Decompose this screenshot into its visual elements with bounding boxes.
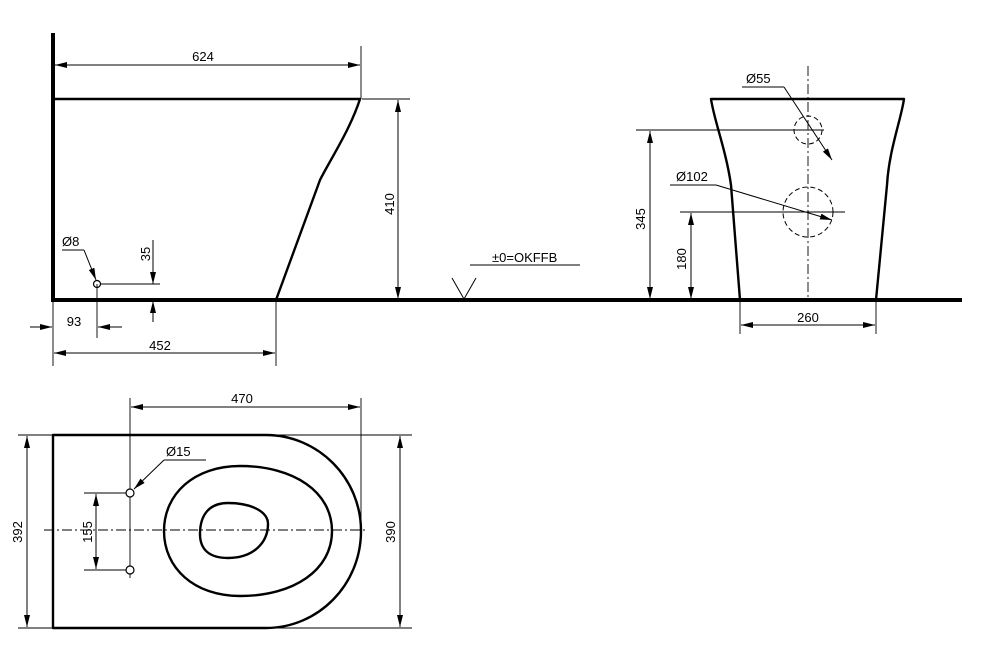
top-bowl-outline xyxy=(51,433,363,630)
upper-diameter-leader-arrow xyxy=(783,86,833,161)
dim-label-470: 470 xyxy=(231,391,253,406)
top-seat-ring xyxy=(162,464,334,598)
bolt-hole-lower xyxy=(125,565,135,575)
dim-label-392: 392 xyxy=(10,521,25,543)
dim-label-410: 410 xyxy=(382,193,397,215)
upper-diameter-label: Ø55 xyxy=(746,71,771,86)
dim-label-180: 180 xyxy=(674,248,689,270)
inlet-leader-arrow xyxy=(83,249,97,281)
dim-label-345: 345 xyxy=(633,208,648,230)
top-bowl-opening xyxy=(198,501,270,560)
side-view: 624 410 Ø8 35 93 452 ±0=OKFFB xyxy=(30,33,962,366)
floor-ref-label: ±0=OKFFB xyxy=(492,250,557,265)
dim-label-35: 35 xyxy=(138,247,153,261)
lower-diameter-leader-arrow xyxy=(715,184,833,221)
front-bowl-outline xyxy=(709,97,906,302)
bolt-diameter-label: Ø15 xyxy=(166,444,191,459)
dim-label-390: 390 xyxy=(383,521,398,543)
inlet-diameter-label: Ø8 xyxy=(62,234,79,249)
bolt-hole-upper xyxy=(125,488,135,498)
dim-label-260: 260 xyxy=(797,310,819,325)
bolt-diameter-leader-arrow xyxy=(133,459,165,490)
dim-label-452: 452 xyxy=(149,338,171,353)
dim-label-93: 93 xyxy=(67,314,81,329)
floor-ref-symbol xyxy=(451,277,477,301)
side-bowl-outline xyxy=(51,97,362,302)
lower-diameter-label: Ø102 xyxy=(676,169,708,184)
dim-label-624: 624 xyxy=(192,49,214,64)
top-view: 470 Ø15 155 392 390 xyxy=(10,391,412,630)
front-view: Ø55 Ø102 345 180 260 xyxy=(633,66,906,334)
dim-label-155: 155 xyxy=(80,521,95,543)
